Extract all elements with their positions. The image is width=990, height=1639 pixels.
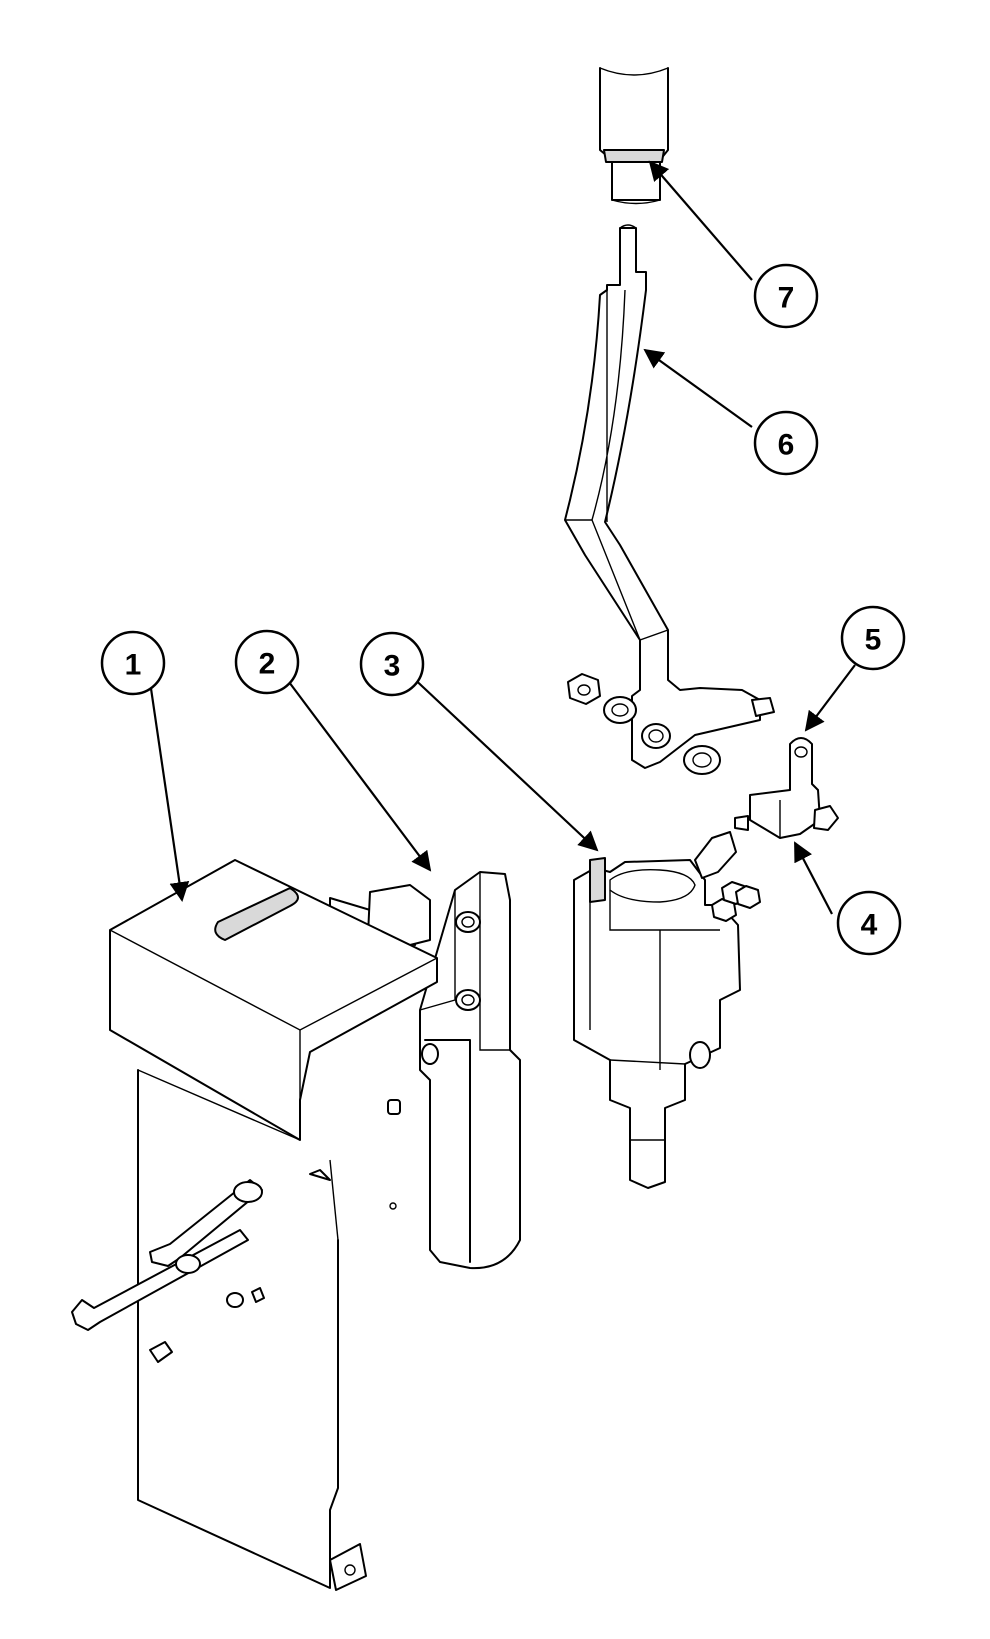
part-4-5-bracket: [734, 737, 839, 839]
leader-7: [648, 160, 753, 281]
callout-1: 1: [100, 630, 166, 696]
leader-6: [643, 348, 753, 428]
leader-5: [804, 664, 856, 732]
callout-7: 7: [753, 263, 819, 329]
svg-text:1: 1: [125, 649, 142, 682]
svg-text:4: 4: [861, 909, 878, 942]
svg-text:2: 2: [259, 648, 276, 681]
leader-1: [146, 667, 190, 902]
part-3-valve-body: [573, 831, 761, 1189]
leader-3: [407, 672, 599, 852]
leader-4: [794, 841, 833, 915]
svg-text:3: 3: [384, 650, 401, 683]
part-2-mounting-bracket: [329, 871, 521, 1270]
leader-lines: [146, 160, 856, 915]
part-1-cover-housing: [71, 859, 438, 1591]
callout-2: 2: [234, 629, 300, 695]
part-6-lever-arm: [564, 224, 775, 775]
svg-text:5: 5: [865, 624, 882, 657]
callout-4: 4: [836, 890, 902, 956]
callout-3: 3: [359, 631, 425, 697]
svg-text:7: 7: [778, 282, 795, 315]
part-7-grip-tube: [599, 67, 669, 205]
callout-6: 6: [753, 410, 819, 476]
svg-text:6: 6: [778, 429, 795, 462]
callout-5: 5: [840, 605, 906, 671]
leader-2: [282, 673, 432, 872]
